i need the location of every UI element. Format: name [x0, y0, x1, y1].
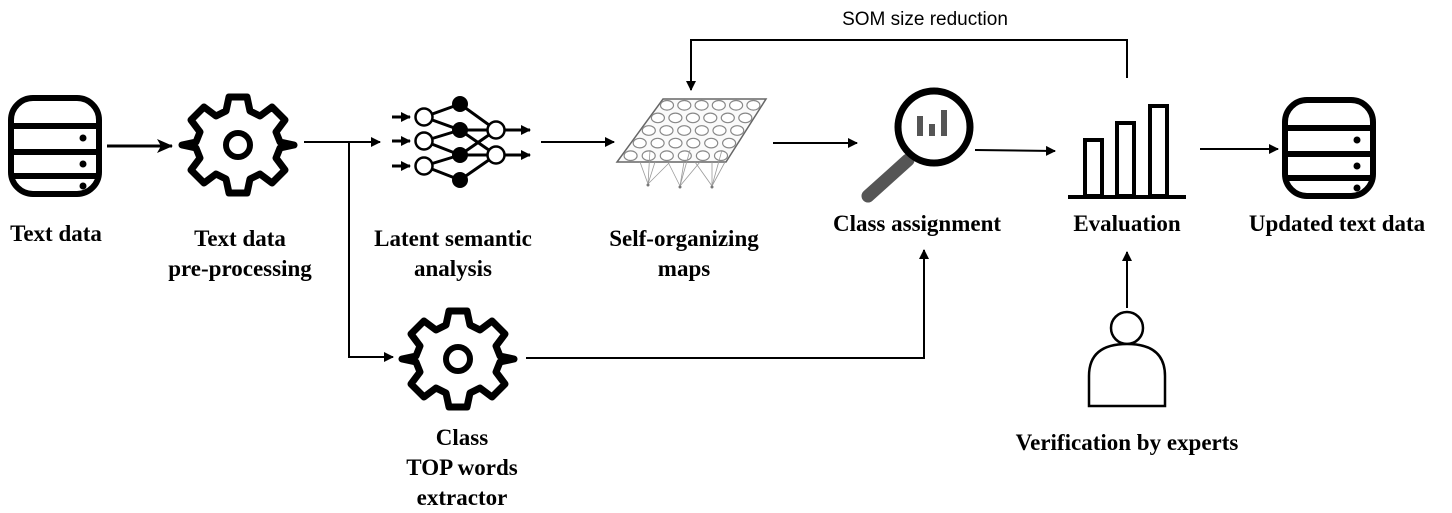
som-cell	[711, 99, 726, 111]
som-cell	[728, 99, 744, 111]
som-cell	[712, 125, 727, 136]
som-cell	[686, 137, 701, 149]
database-icon	[1282, 97, 1376, 199]
som-cell	[720, 112, 735, 124]
arrow-topwords-to-class	[526, 249, 929, 359]
som-cell	[632, 137, 647, 149]
som-cell	[703, 112, 718, 124]
bar-chart-icon	[1068, 104, 1186, 199]
magnifier-chart-icon	[861, 87, 974, 203]
som-cell	[738, 112, 753, 124]
som-cell	[694, 125, 709, 136]
som-cell	[668, 137, 683, 149]
som-cell	[730, 125, 745, 136]
arrow-preprocessing-to-topwords	[348, 142, 394, 362]
som-cell	[659, 125, 674, 136]
label-som: Self-organizing maps	[609, 226, 759, 281]
som-cell	[641, 150, 656, 162]
som-cell	[659, 150, 674, 162]
label-class-assignment: Class assignment	[832, 211, 1002, 236]
som-cell	[694, 99, 709, 111]
som-cell	[746, 99, 761, 111]
som-cell	[650, 137, 665, 149]
som-cell	[641, 125, 656, 136]
som-cell	[677, 125, 692, 136]
som-cell	[659, 99, 675, 111]
connectors	[107, 39, 1279, 362]
som-grid-icon	[615, 98, 768, 189]
label-updated-text-data: Updated text data	[1248, 211, 1426, 236]
som-cell	[713, 150, 729, 162]
som-cell	[695, 150, 711, 162]
label-verification-by-experts: Verification by experts	[1015, 430, 1239, 455]
som-cell	[685, 112, 701, 124]
som-cell	[650, 112, 666, 124]
som-cell	[668, 112, 683, 124]
som-cell	[677, 99, 692, 111]
label-text-data: Text data	[10, 221, 102, 246]
label-top-words-extractor: Class TOP words extractor	[406, 425, 518, 510]
database-icon	[8, 95, 102, 197]
arrow-class-to-evaluation	[974, 145, 1056, 156]
label-evaluation: Evaluation	[1073, 211, 1181, 236]
som-cell	[623, 150, 638, 162]
neural-network-icon	[392, 96, 531, 188]
som-cell	[721, 137, 737, 149]
gear-icon	[178, 93, 298, 197]
som-cell	[704, 137, 719, 149]
label-preprocessing: Text data pre-processing	[168, 226, 312, 281]
gear-icon	[398, 307, 518, 411]
label-lsa: Latent semantic analysis	[374, 226, 532, 281]
person-icon	[1087, 310, 1167, 408]
arrow-feedback-som-size	[686, 39, 1128, 91]
label-som-size-reduction: SOM size reduction	[842, 9, 1008, 30]
